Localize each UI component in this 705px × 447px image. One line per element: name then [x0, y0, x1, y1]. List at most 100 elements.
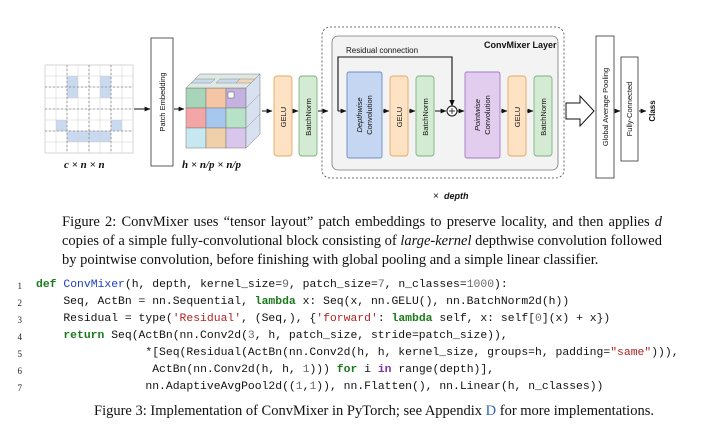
code-text: ActBn(nn.Conv2d(h, h, [152, 364, 303, 376]
code-text: ))), [651, 347, 679, 359]
input-image [44, 64, 134, 154]
code-text: ))) [309, 364, 337, 376]
svg-text:Depthwise: Depthwise [355, 97, 364, 132]
figure-2-caption: Figure 2: ConvMixer uses “tensor layout”… [62, 213, 662, 270]
fully-connected-block: Fully-Connected [620, 56, 639, 162]
code-text: , n_classes= [384, 279, 467, 291]
code-text: Residual = type( [63, 313, 173, 325]
batchnorm-block-2: BatchNorm [415, 75, 435, 157]
convmixer-layer-title: ConvMixer Layer [484, 40, 557, 50]
svg-text:Patch Embedding: Patch Embedding [158, 72, 167, 131]
code-string: "same" [610, 347, 652, 359]
svg-text:BatchNorm: BatchNorm [539, 98, 548, 136]
code-text: i [357, 364, 378, 376]
svg-text:GELU: GELU [513, 107, 522, 127]
code-number: 1 [309, 381, 317, 393]
residual-connection: Residual connection [337, 46, 455, 111]
svg-text:Fully-Connected: Fully-Connected [625, 82, 634, 137]
caption-text: Figure 3: Implementation of ConvMixer in… [94, 403, 486, 419]
code-string: 'Residual' [172, 313, 242, 325]
svg-text:Convolution: Convolution [365, 95, 374, 135]
code-text: , [302, 381, 310, 393]
svg-text:Pointwise: Pointwise [473, 99, 482, 131]
code-line: 7 nn.AdaptiveAvgPool2d((1,1)), nn.Flatte… [0, 379, 705, 396]
gelu-block-3: GELU [507, 75, 527, 157]
input-shape-label: c × n × n [64, 159, 105, 171]
batchnorm-block-1: BatchNorm [298, 75, 318, 157]
residual-add-node [446, 105, 458, 117]
figure-3-caption: Figure 3: Implementation of ConvMixer in… [94, 402, 654, 421]
output-arrow [565, 94, 595, 128]
batchnorm-block-3: BatchNorm [533, 75, 553, 157]
svg-text:GELU: GELU [279, 107, 288, 127]
svg-text:Global Average Pooling: Global Average Pooling [601, 68, 610, 146]
code-keyword: def [36, 279, 57, 291]
gelu-block-2: GELU [389, 75, 409, 157]
svg-text:BatchNorm: BatchNorm [421, 98, 430, 136]
class-output-label: Class [648, 100, 657, 122]
code-number: 7 [377, 279, 385, 291]
code-function-name: ConvMixer [63, 279, 125, 291]
code-number: 0 [535, 313, 542, 325]
svg-text:GELU: GELU [395, 107, 404, 127]
code-line: 1 def ConvMixer(h, depth, kernel_size=9,… [0, 277, 705, 294]
caption-text: Figure 2: ConvMixer uses “tensor layout”… [62, 214, 655, 230]
code-text: , h, patch_size, stride=patch_size)), [254, 330, 508, 342]
svg-text:BatchNorm: BatchNorm [304, 98, 313, 136]
code-keyword: lambda [254, 296, 296, 308]
code-text: (h, depth, kernel_size= [124, 279, 283, 291]
code-number: 9 [282, 279, 289, 291]
global-average-pooling-block: Global Average Pooling [595, 35, 615, 179]
code-line: 3 Residual = type('Residual', (Seq,), {'… [0, 311, 705, 328]
patch-embedding-block: Patch Embedding [150, 37, 174, 167]
caption-text: copies of a simple fully-convolutional b… [62, 233, 401, 249]
svg-text:×: × [433, 191, 439, 202]
code-line: 5 *[Seq(Residual(ActBn(nn.Conv2d(h, h, k… [0, 345, 705, 362]
line-number: 1 [17, 281, 23, 291]
code-text: , (Seq,), { [241, 313, 317, 325]
code-keyword: in [377, 364, 392, 376]
caption-text: depthwise convolution followed by pointw… [62, 233, 662, 268]
code-keyword: lambda [391, 313, 433, 325]
gelu-block-1: GELU [273, 75, 293, 157]
caption-emphasis: large-kernel [400, 233, 472, 249]
depthwise-convolution-block: Depthwise Convolution [346, 71, 383, 159]
code-number: 1 [295, 381, 303, 393]
code-line: 4 return Seq(ActBn(nn.Conv2d(3, h, patch… [0, 328, 705, 345]
caption-variable-d: d [654, 214, 662, 230]
code-text: *[Seq(Residual(ActBn(nn.Conv2d(h, h, ker… [145, 347, 611, 359]
code-text: , patch_size= [288, 279, 378, 291]
code-number: 1 [302, 364, 310, 376]
patch-tensor [185, 73, 261, 149]
caption-text: for more implementations. [496, 403, 654, 419]
code-text: self, x: self[ [432, 313, 536, 325]
line-number: 4 [17, 332, 23, 342]
line-number: 3 [17, 315, 23, 325]
convmixer-layer-inner [331, 35, 559, 171]
svg-text:Residual connection: Residual connection [346, 46, 418, 55]
code-string: 'forward' [316, 313, 378, 325]
code-text: x: Seq(x, nn.GELU(), nn.BatchNorm2d(h)) [295, 296, 570, 308]
code-text: range(depth)], [391, 364, 495, 376]
svg-text:Convolution: Convolution [483, 95, 492, 135]
code-text: Seq(ActBn(nn.Conv2d( [104, 330, 248, 342]
convmixer-diagram: c × n × n Patch Embedding [44, 26, 657, 202]
code-text: ): [494, 279, 508, 291]
code-line: 2 Seq, ActBn = nn.Sequential, lambda x: … [0, 294, 705, 311]
line-number: 2 [17, 298, 23, 308]
code-text: : [377, 313, 392, 325]
code-text: Seq, ActBn = nn.Sequential, [63, 296, 255, 308]
line-number: 7 [17, 383, 23, 393]
code-text: )), nn.Flatten(), nn.Linear(h, n_classes… [316, 381, 604, 393]
appendix-link[interactable]: D [485, 403, 497, 419]
code-listing: 1 def ConvMixer(h, depth, kernel_size=9,… [0, 277, 705, 396]
code-number: 1000 [466, 279, 495, 291]
svg-text:depth: depth [444, 191, 469, 201]
line-number: 6 [17, 366, 23, 376]
code-keyword: return [63, 330, 105, 342]
line-number: 5 [17, 349, 23, 359]
code-line: 6 ActBn(nn.Conv2d(h, h, 1))) for i in ra… [0, 362, 705, 379]
code-number: 3 [247, 330, 255, 342]
convmixer-layer-frame [321, 26, 565, 179]
code-text: nn.AdaptiveAvgPool2d(( [145, 381, 296, 393]
